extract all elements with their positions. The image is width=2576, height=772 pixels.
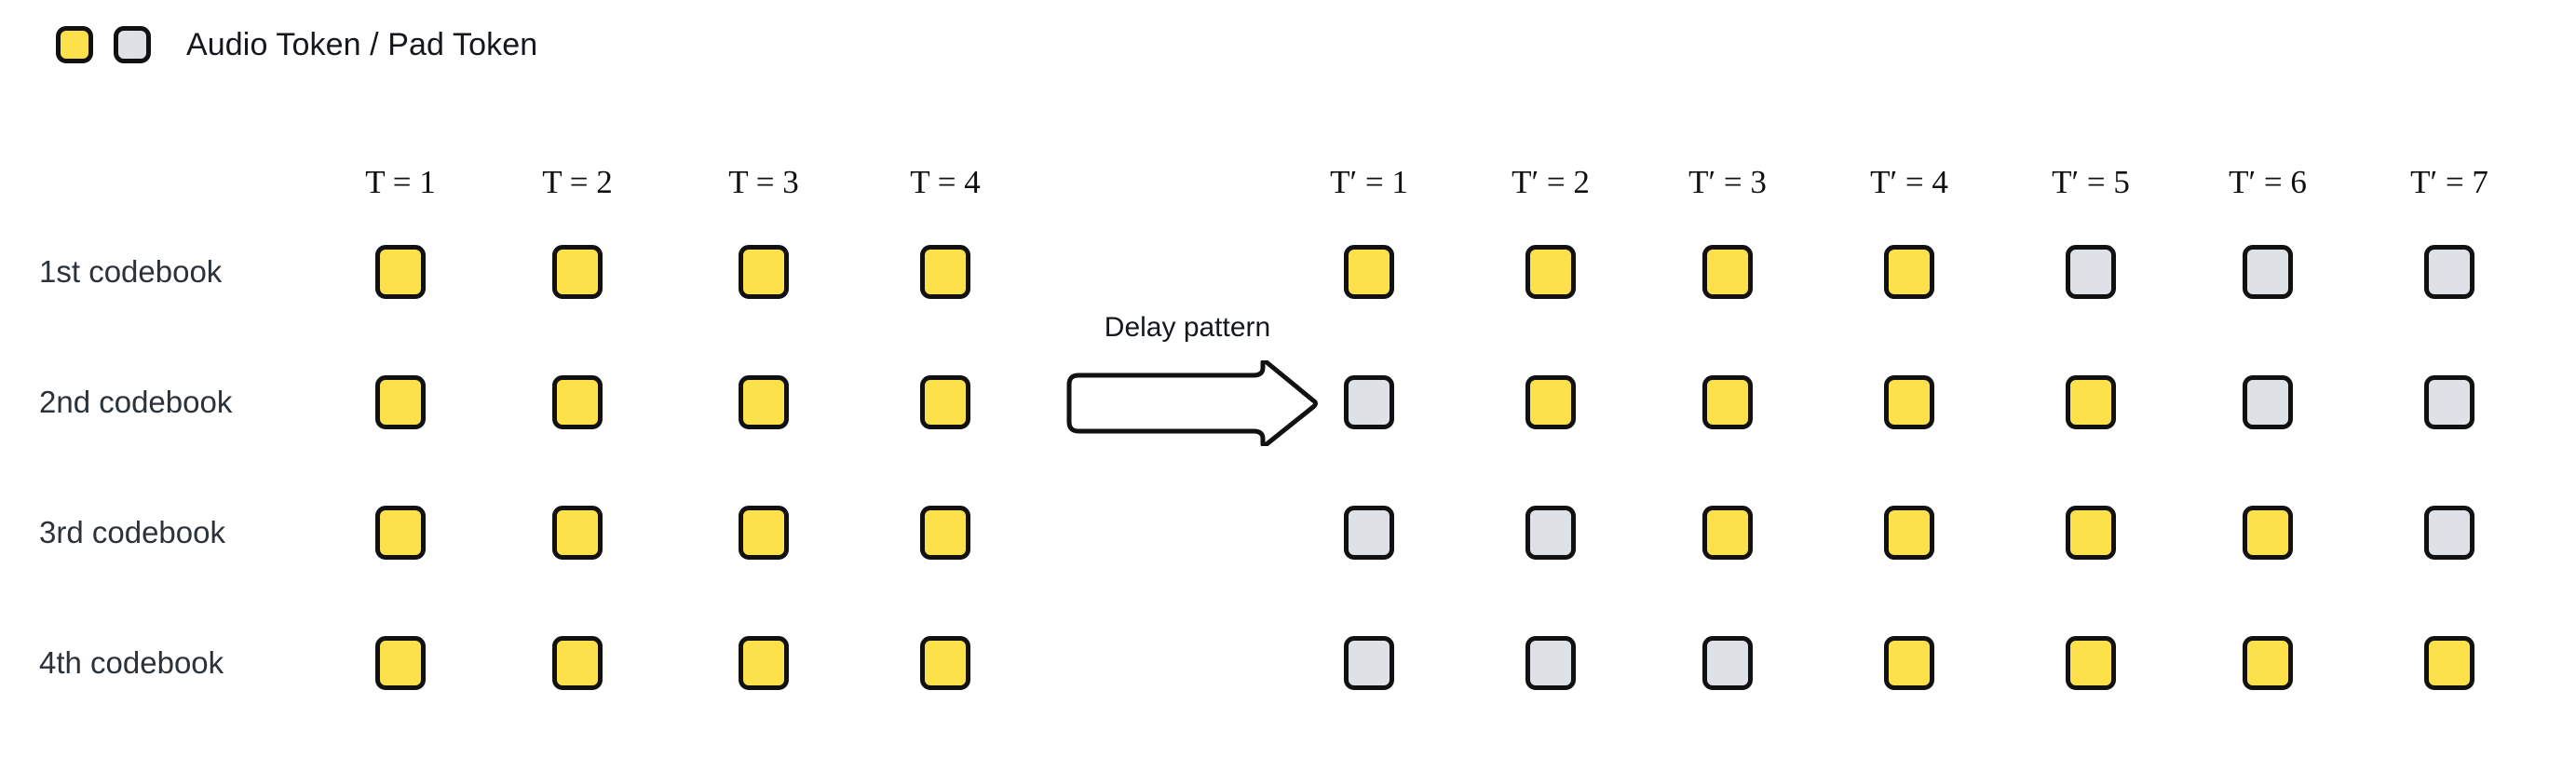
token-audio-left-r2-c3 bbox=[739, 375, 789, 429]
token-audio-right-r3-c3 bbox=[1702, 506, 1753, 560]
token-audio-left-r3-c1 bbox=[375, 506, 426, 560]
row-label-codebook-1: 1st codebook bbox=[39, 254, 223, 289]
row-label-codebook-4: 4th codebook bbox=[39, 645, 224, 680]
token-audio-left-r3-c2 bbox=[552, 506, 603, 560]
row-label-codebook-3: 3rd codebook bbox=[39, 515, 225, 549]
column-header-right-2: T′ = 2 bbox=[1512, 164, 1590, 200]
token-pad-right-r4-c2 bbox=[1525, 636, 1576, 690]
token-pad-right-r1-c5 bbox=[2066, 245, 2116, 299]
column-header-right-5: T′ = 5 bbox=[2052, 164, 2130, 200]
legend: Audio Token / Pad Token bbox=[56, 24, 537, 65]
column-header-right-1: T′ = 1 bbox=[1330, 164, 1408, 200]
audio-token-swatch-icon bbox=[56, 26, 93, 63]
pad-token-swatch-icon bbox=[114, 26, 151, 63]
token-audio-left-r2-c4 bbox=[920, 375, 970, 429]
token-audio-right-r4-c6 bbox=[2243, 636, 2293, 690]
token-audio-right-r4-c7 bbox=[2424, 636, 2474, 690]
token-pad-right-r4-c3 bbox=[1702, 636, 1753, 690]
token-pad-right-r2-c6 bbox=[2243, 375, 2293, 429]
token-audio-left-r3-c3 bbox=[739, 506, 789, 560]
token-audio-left-r3-c4 bbox=[920, 506, 970, 560]
token-pad-right-r2-c7 bbox=[2424, 375, 2474, 429]
token-audio-left-r1-c2 bbox=[552, 245, 603, 299]
column-header-right-4: T′ = 4 bbox=[1870, 164, 1948, 200]
token-audio-right-r1-c1 bbox=[1344, 245, 1394, 299]
right-block-arrow-icon bbox=[1066, 360, 1318, 446]
token-pad-right-r3-c7 bbox=[2424, 506, 2474, 560]
column-header-left-3: T = 3 bbox=[728, 164, 799, 200]
token-audio-left-r4-c2 bbox=[552, 636, 603, 690]
token-audio-right-r4-c4 bbox=[1884, 636, 1934, 690]
token-audio-right-r3-c6 bbox=[2243, 506, 2293, 560]
token-audio-left-r2-c1 bbox=[375, 375, 426, 429]
token-audio-right-r2-c4 bbox=[1884, 375, 1934, 429]
token-pad-right-r1-c6 bbox=[2243, 245, 2293, 299]
token-audio-right-r3-c4 bbox=[1884, 506, 1934, 560]
column-header-right-6: T′ = 6 bbox=[2229, 164, 2307, 200]
token-audio-right-r1-c2 bbox=[1525, 245, 1576, 299]
token-pad-right-r4-c1 bbox=[1344, 636, 1394, 690]
token-audio-right-r1-c3 bbox=[1702, 245, 1753, 299]
token-audio-right-r2-c3 bbox=[1702, 375, 1753, 429]
token-pad-right-r3-c1 bbox=[1344, 506, 1394, 560]
token-audio-left-r4-c1 bbox=[375, 636, 426, 690]
column-header-right-7: T′ = 7 bbox=[2410, 164, 2488, 200]
token-audio-left-r4-c4 bbox=[920, 636, 970, 690]
token-audio-left-r2-c2 bbox=[552, 375, 603, 429]
token-audio-right-r3-c5 bbox=[2066, 506, 2116, 560]
token-audio-right-r2-c2 bbox=[1525, 375, 1576, 429]
column-header-right-3: T′ = 3 bbox=[1688, 164, 1767, 200]
token-audio-right-r1-c4 bbox=[1884, 245, 1934, 299]
row-label-codebook-2: 2nd codebook bbox=[39, 385, 233, 419]
token-pad-right-r3-c2 bbox=[1525, 506, 1576, 560]
delay-pattern-annotation: Delay pattern bbox=[1052, 312, 1322, 447]
legend-label: Audio Token / Pad Token bbox=[186, 26, 538, 62]
token-audio-left-r1-c4 bbox=[920, 245, 970, 299]
token-pad-right-r2-c1 bbox=[1344, 375, 1394, 429]
token-audio-left-r4-c3 bbox=[739, 636, 789, 690]
token-audio-right-r2-c5 bbox=[2066, 375, 2116, 429]
column-header-left-4: T = 4 bbox=[910, 164, 981, 200]
token-audio-right-r4-c5 bbox=[2066, 636, 2116, 690]
token-audio-left-r1-c1 bbox=[375, 245, 426, 299]
delay-pattern-label: Delay pattern bbox=[1104, 312, 1271, 343]
column-header-left-2: T = 2 bbox=[542, 164, 613, 200]
column-header-left-1: T = 1 bbox=[365, 164, 436, 200]
token-audio-left-r1-c3 bbox=[739, 245, 789, 299]
token-pad-right-r1-c7 bbox=[2424, 245, 2474, 299]
